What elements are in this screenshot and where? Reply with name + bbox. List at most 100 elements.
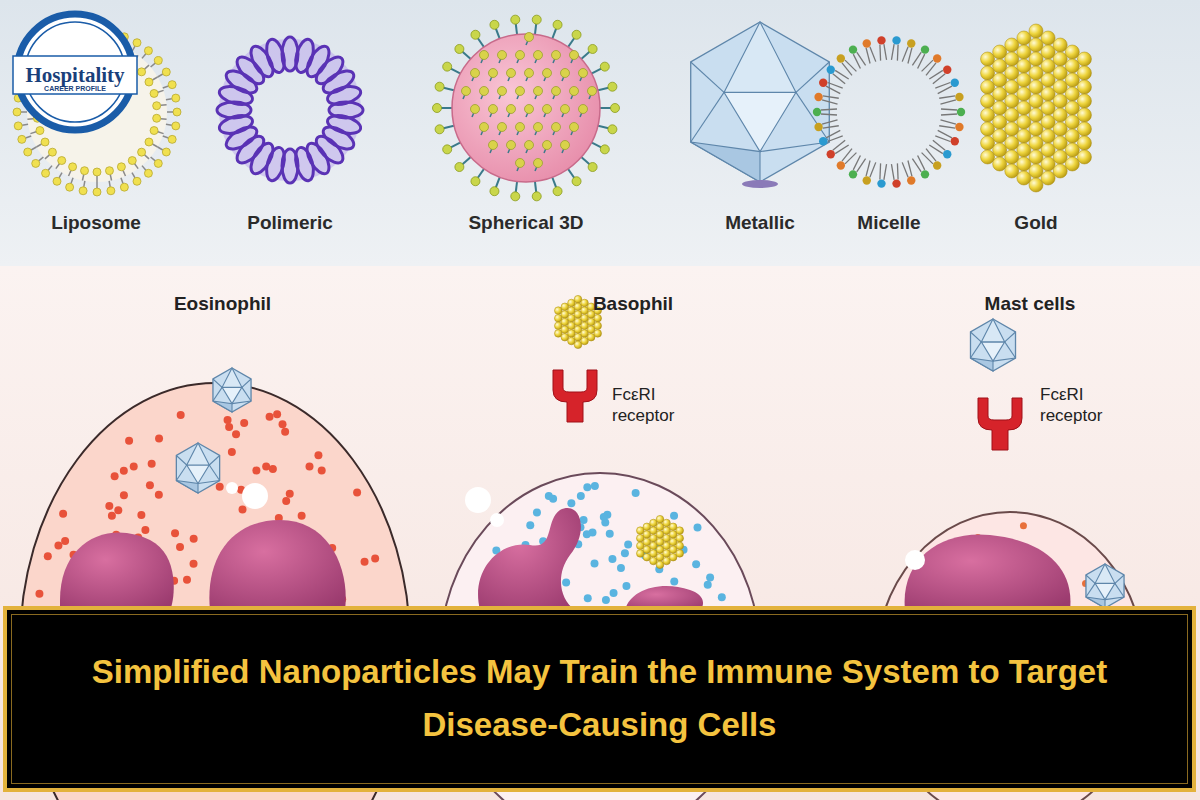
granule: [583, 530, 591, 538]
granule: [155, 491, 163, 499]
lipid-head: [154, 159, 162, 167]
ligand-ball: [600, 62, 609, 71]
gold-atom: [1005, 94, 1019, 108]
lipid-tail: [84, 181, 85, 187]
icosahedron-edge: [1005, 342, 1016, 358]
gold-atom: [993, 143, 1007, 157]
icosahedron-edge: [993, 358, 1016, 361]
gold-atom: [1017, 101, 1031, 115]
particle-label: Polimeric: [215, 211, 365, 235]
icosahedron-edge: [1086, 575, 1095, 583]
micelle-tail: [826, 86, 840, 93]
icosahedron-face: [724, 92, 796, 151]
gold-atom: [1029, 150, 1043, 164]
lipid-head: [150, 127, 158, 135]
lipid-tail: [27, 118, 33, 120]
icosahedron-face: [691, 142, 760, 182]
granule: [706, 573, 714, 581]
gold-atom: [669, 538, 677, 546]
micelle-tail: [935, 83, 950, 89]
gold-atom: [1065, 73, 1079, 87]
micelle-tail: [908, 48, 912, 64]
lipid-tail: [152, 144, 157, 147]
granule: [591, 482, 599, 490]
lipid-head: [162, 68, 170, 76]
micelle-head: [951, 137, 959, 145]
icosahedron-edge: [213, 387, 222, 401]
gold-atom: [981, 122, 995, 136]
gold-atom: [650, 550, 658, 558]
granule: [266, 413, 274, 421]
micelle-head: [813, 108, 821, 116]
lipid-tail: [82, 175, 83, 181]
gold-atom: [663, 542, 671, 550]
polymer-loop: [303, 140, 334, 177]
ligand-ball: [572, 177, 581, 186]
micelle-tail: [823, 96, 839, 98]
gold-atom: [574, 326, 582, 334]
micelle-head: [837, 161, 845, 169]
nanoparticle-group: [13, 15, 1091, 201]
micelle-tail: [833, 74, 845, 84]
gold-atom: [1041, 87, 1055, 101]
lipid-tail: [166, 124, 172, 125]
granule: [545, 492, 553, 500]
gold-atom: [1065, 101, 1079, 115]
gold-atom: [643, 531, 651, 539]
ligand-ball: [588, 163, 597, 172]
icosahedron-icon: [970, 319, 1015, 371]
lipid-head: [69, 163, 77, 171]
gold-atom: [561, 333, 569, 341]
granule: [583, 483, 591, 491]
icosahedron-edge: [209, 456, 219, 466]
micelle-tail: [891, 164, 894, 180]
gold-atom: [676, 527, 684, 535]
lipid-tail: [110, 175, 111, 181]
logo: [13, 14, 137, 130]
icosahedron-face: [176, 481, 198, 494]
gold-atom: [568, 307, 576, 315]
granule: [171, 529, 179, 537]
gold-atom: [574, 318, 582, 326]
gold-atom: [568, 330, 576, 338]
micelle-head: [892, 179, 900, 187]
lipid-tail: [132, 173, 135, 178]
icosahedron-icon: [213, 368, 251, 412]
gold-atom: [594, 314, 602, 322]
granule: [108, 512, 116, 520]
gold-atom: [1017, 45, 1031, 59]
icosahedron-icon: [176, 443, 219, 493]
gold-atom: [1017, 157, 1031, 171]
gold-atom: [656, 523, 664, 531]
icosahedron-face: [1095, 564, 1115, 583]
logo-band: [13, 56, 137, 94]
icosahedron-face: [981, 319, 1004, 342]
metallic-base: [742, 180, 778, 188]
gold-atom: [1065, 129, 1079, 143]
gold-atom: [656, 538, 664, 546]
granule: [141, 526, 149, 534]
micelle-tail: [926, 149, 936, 162]
granule: [600, 513, 608, 521]
ligand-ball: [534, 87, 543, 96]
granule: [59, 510, 67, 518]
micelle-tail: [912, 52, 921, 65]
granule: [137, 511, 145, 519]
icosahedron-edge: [1105, 597, 1124, 600]
gold-atom: [1017, 171, 1031, 185]
ligand-ball: [608, 125, 617, 134]
micelle-head: [863, 39, 871, 47]
polymeric-icon: [217, 37, 363, 183]
lipid-tail: [45, 155, 49, 159]
granule: [114, 506, 122, 514]
granule: [298, 512, 306, 520]
ligand-ball: [435, 125, 444, 134]
icosahedron-edge: [232, 401, 251, 404]
gold-atom: [1077, 108, 1091, 122]
ligand-ball: [572, 30, 581, 39]
granule: [176, 543, 184, 551]
lipid-head: [144, 169, 152, 177]
ligand-ball: [525, 141, 534, 150]
gold-atom: [993, 45, 1007, 59]
gold-atom: [561, 318, 569, 326]
